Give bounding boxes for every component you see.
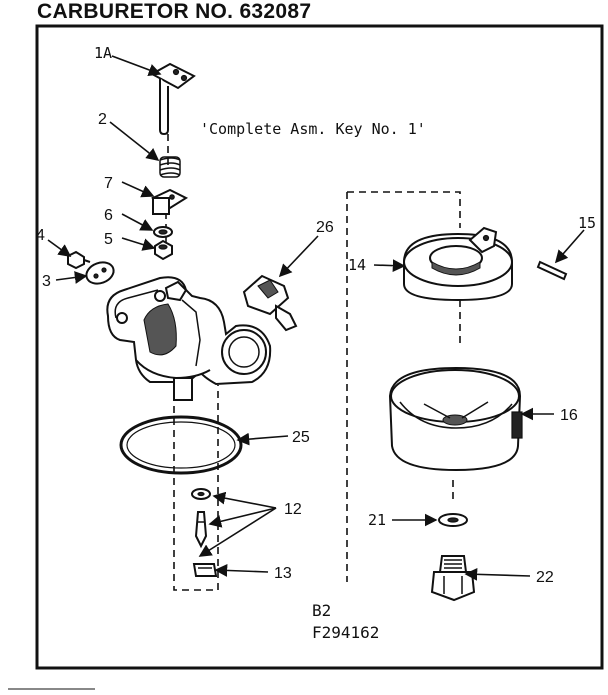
carburetor-body [106,276,272,401]
label-16: 16 [560,407,578,424]
label-15: 15 [578,214,596,232]
plate-part-7 [150,188,189,215]
label-21: 21 [368,511,386,529]
label-4: 4 [36,227,45,244]
clip-part-13 [192,563,218,577]
label-25: 25 [292,429,310,446]
screw-part-4 [67,250,91,270]
nut-part-5 [154,239,173,261]
left-assembly-outline [173,385,219,591]
diagram-frame [35,24,604,670]
shutter-plate-part-3 [85,261,115,285]
label-5: 5 [104,231,113,248]
label-2: 2 [98,111,107,128]
label-26: 26 [316,219,334,236]
complete-assembly-note: 'Complete Asm. Key No. 1' [200,120,426,138]
diagram-title: CARBURETOR NO. 632087 [37,0,312,23]
footer-code-b2: B2 [312,601,331,620]
label-14: 14 [348,256,366,274]
label-13: 13 [274,565,292,582]
gasket-part-25 [119,415,243,475]
float-pin-part-15 [536,260,568,281]
fitting-part-26 [242,274,298,332]
washer-part-6 [153,226,173,238]
bowl-nut-part-22 [430,555,476,602]
label-12: 12 [284,501,302,518]
label-1a: 1A [94,44,112,62]
label-7: 7 [104,175,113,192]
float-bowl-part-16 [388,366,523,472]
throttle-shaft-part-1a [149,62,196,136]
label-22: 22 [536,569,554,586]
leader-lines [47,55,585,581]
footer-code-part-number: F294162 [312,623,379,642]
bowl-washer-part-21 [438,513,468,527]
right-assembly-outline [346,191,461,582]
spring-part-2 [159,156,181,178]
needle-valve-part-12 [191,488,211,549]
float-part-14 [403,226,513,302]
label-6: 6 [104,207,113,224]
label-3: 3 [42,273,51,290]
